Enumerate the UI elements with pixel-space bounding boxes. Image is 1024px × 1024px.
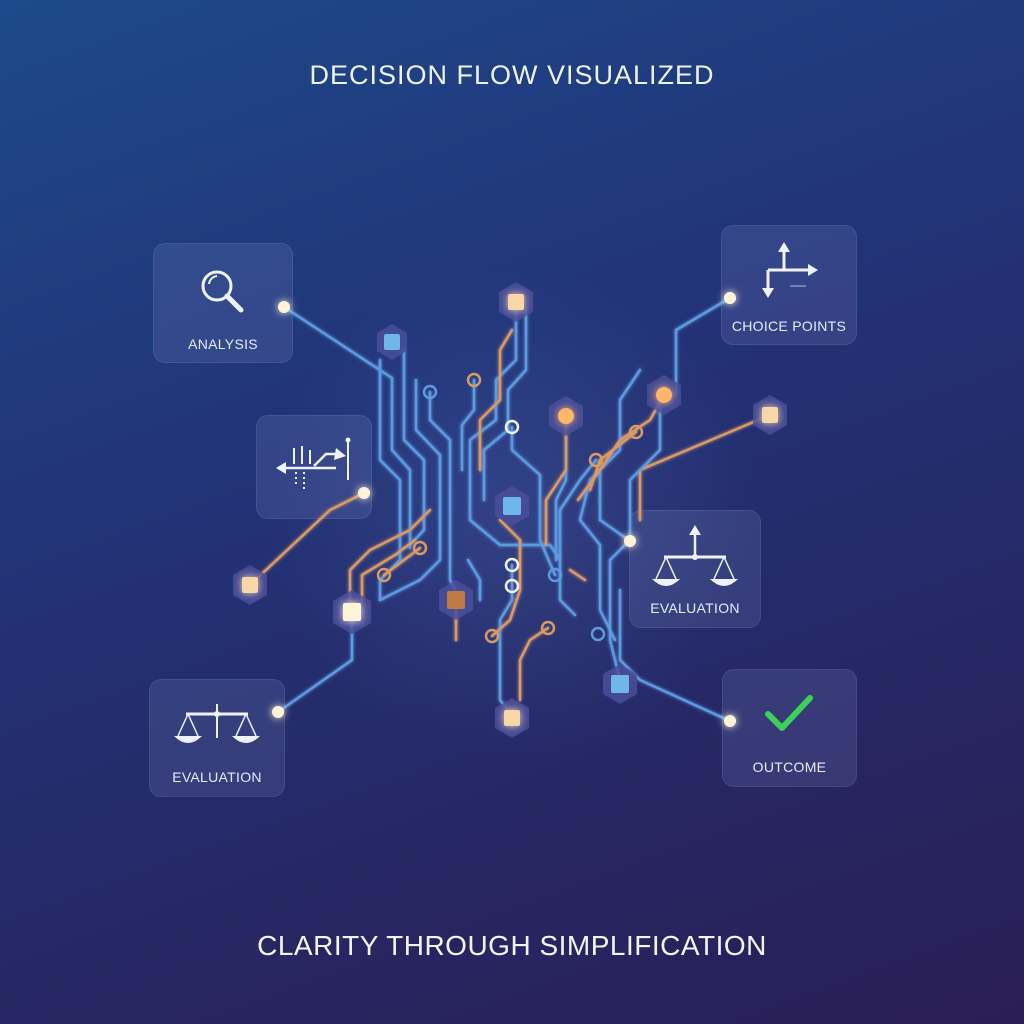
ring-node [376, 567, 392, 583]
tagline: CLARITY THROUGH SIMPLIFICATION [257, 930, 767, 961]
trace [360, 538, 417, 602]
balance-scale-icon [150, 698, 284, 758]
hex-node [495, 698, 529, 738]
trace [276, 613, 354, 714]
trace [576, 393, 666, 502]
trace [466, 558, 482, 602]
ring-node [484, 628, 500, 644]
trace [248, 491, 366, 587]
trace [478, 328, 514, 472]
trace [482, 308, 528, 502]
magnifier-icon [154, 262, 292, 318]
flowchart-arrows-icon [257, 436, 371, 496]
card-label: ANALYSIS [188, 336, 258, 352]
trace [378, 378, 442, 602]
trace [468, 303, 562, 562]
ring-node [422, 384, 438, 400]
glow-node [358, 487, 370, 499]
ring-connectors [376, 372, 644, 644]
glow-nodes [272, 292, 736, 727]
hex-node [549, 396, 583, 436]
trace [378, 358, 402, 602]
hex-node [603, 664, 637, 704]
ring-node [466, 372, 482, 388]
trace [518, 626, 550, 702]
trace [402, 348, 426, 547]
ring-node [547, 567, 563, 583]
glow-node [624, 535, 636, 547]
trace [460, 378, 476, 472]
trace [568, 568, 587, 582]
ring-node [412, 540, 428, 556]
glow-node [724, 292, 736, 304]
hex-node [333, 590, 371, 634]
ring-node [590, 626, 606, 642]
hex-node [499, 282, 533, 322]
card-outcome[interactable]: OUTCOME [722, 669, 857, 787]
trace [618, 588, 732, 723]
card-evaluation-left[interactable]: EVALUATION [149, 679, 285, 797]
ring-node [540, 620, 556, 636]
card-choice-points[interactable]: CHOICE POINTS [721, 225, 857, 345]
hex-node [377, 324, 407, 360]
checkmark-icon [723, 688, 856, 738]
ring-node [504, 419, 520, 435]
ring-node [588, 452, 604, 468]
glow-node [278, 301, 290, 313]
card-label: EVALUATION [172, 769, 262, 785]
trace [578, 368, 642, 642]
circuit-traces [248, 296, 772, 723]
card-label: EVALUATION [650, 600, 740, 616]
page-title: DECISION FLOW VISUALIZED [309, 60, 715, 90]
card-flow-chart[interactable] [256, 415, 372, 519]
hex-node [753, 395, 787, 435]
trace [558, 458, 598, 617]
trace [674, 296, 732, 397]
card-evaluation-right[interactable]: EVALUATION [629, 510, 761, 628]
trace [428, 390, 462, 602]
hex-node [439, 580, 473, 620]
trace [510, 425, 557, 577]
ring-node [504, 578, 520, 594]
card-label: CHOICE POINTS [731, 318, 847, 334]
hex-nodes [233, 282, 787, 738]
hex-node [495, 486, 529, 526]
ring-node [504, 557, 520, 573]
balance-scale-icon [630, 523, 760, 593]
glow-node [272, 706, 284, 718]
branch-arrows-icon [722, 240, 856, 304]
card-analysis[interactable]: ANALYSIS [153, 243, 293, 363]
trace [544, 416, 568, 547]
ring-node [628, 424, 644, 440]
card-label: OUTCOME [752, 759, 827, 775]
hex-node [647, 375, 681, 415]
glow-node [724, 715, 736, 727]
trace [282, 305, 412, 550]
hex-node [233, 565, 267, 605]
trace [348, 508, 432, 610]
trace [490, 518, 522, 638]
trace [598, 468, 632, 543]
